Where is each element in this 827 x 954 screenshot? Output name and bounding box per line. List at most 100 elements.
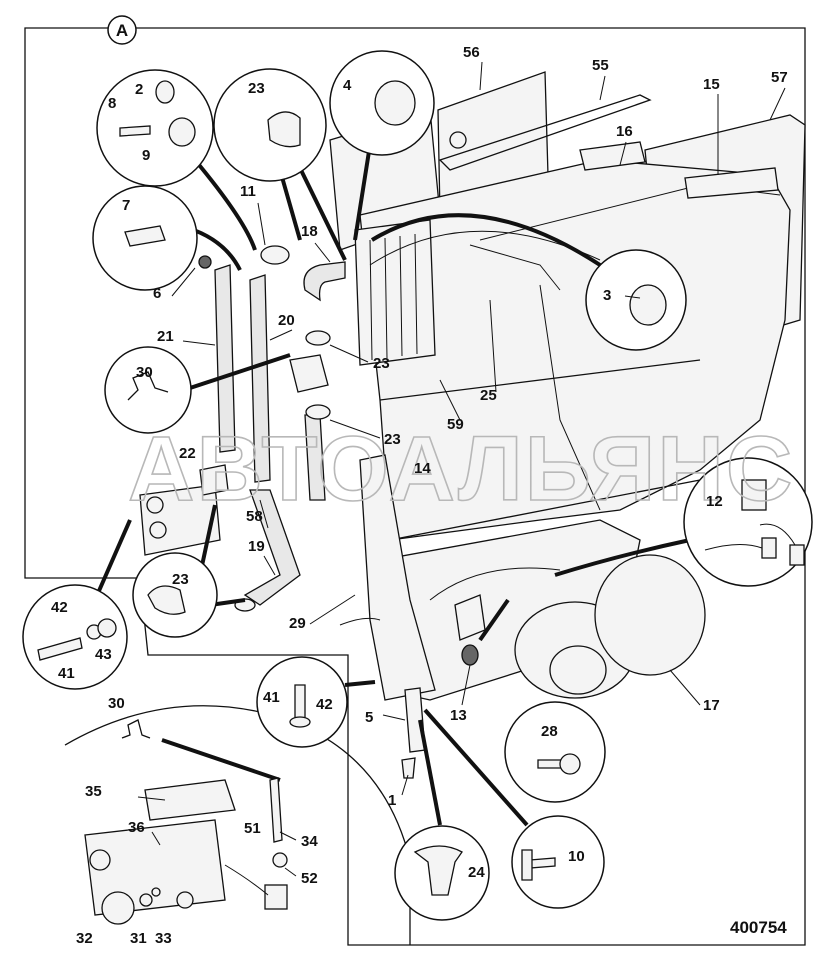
label-30: 30 xyxy=(136,364,153,381)
label-19: 19 xyxy=(248,538,265,555)
clip-30 xyxy=(127,371,169,401)
nut-43 xyxy=(97,618,117,638)
label-2: 2 xyxy=(135,81,143,98)
pipe-20 xyxy=(249,274,271,483)
heater-core-fins xyxy=(369,233,418,361)
label-15: 15 xyxy=(703,76,720,93)
label-1: 1 xyxy=(388,792,396,809)
bolt-8 xyxy=(119,125,151,137)
label-11: 11 xyxy=(240,183,256,200)
diagram-frame xyxy=(24,27,806,946)
callout-10 xyxy=(511,815,605,909)
label-6: 6 xyxy=(153,285,161,302)
label-41-right: 41 xyxy=(263,689,280,706)
connector-12-a xyxy=(761,537,777,559)
control-35 xyxy=(144,779,236,821)
grommet-24 xyxy=(413,845,463,896)
label-5: 5 xyxy=(365,709,373,726)
knob-32 xyxy=(101,891,135,925)
watermark: АВТОАЛЬЯНС xyxy=(128,418,794,520)
callout-30 xyxy=(104,346,192,434)
housing-edge-mid xyxy=(539,284,601,511)
screw-28-head xyxy=(559,753,581,775)
nut-1 xyxy=(401,757,416,779)
label-3-right: 3 xyxy=(603,287,611,304)
label-51: 51 xyxy=(244,820,261,837)
leader-12 xyxy=(554,538,691,577)
label-8: 8 xyxy=(108,95,116,112)
callout-8-2-9 xyxy=(96,69,214,187)
label-9: 9 xyxy=(142,147,150,164)
washer-42-b xyxy=(289,716,311,728)
washer-31 xyxy=(139,893,153,907)
label-21: 21 xyxy=(157,328,174,345)
detail-marker-label: A xyxy=(116,21,128,40)
housing-bottom-edge xyxy=(389,479,701,541)
rail-55-knob xyxy=(449,131,467,149)
label-42-right: 42 xyxy=(316,696,333,713)
panel-36-knob-hole xyxy=(89,849,111,871)
label-33: 33 xyxy=(155,930,172,947)
leader-24 xyxy=(418,719,442,826)
nut-51 xyxy=(272,852,288,868)
label-52: 52 xyxy=(301,870,318,887)
bolt-41 xyxy=(37,637,83,661)
label-13: 13 xyxy=(450,707,467,724)
label-12: 12 xyxy=(706,493,723,510)
label-23-hose: 23 xyxy=(172,571,189,588)
pipe-21 xyxy=(214,264,236,453)
leader-41-43 xyxy=(93,519,132,601)
label-55: 55 xyxy=(592,57,609,74)
detail-marker-circle xyxy=(107,15,137,45)
sensor-6 xyxy=(198,255,212,269)
heater-core xyxy=(354,219,436,366)
clip-33 xyxy=(151,887,161,897)
label-16: 16 xyxy=(616,123,633,140)
callout-41-43 xyxy=(22,584,128,690)
clamp-23-hose xyxy=(147,585,186,615)
seal-4 xyxy=(374,80,416,126)
label-34: 34 xyxy=(301,833,318,850)
clip-23-upper xyxy=(305,330,331,346)
label-25: 25 xyxy=(480,387,497,404)
blower-17-inlet xyxy=(549,645,607,695)
label-22: 22 xyxy=(179,445,196,462)
bulkhead-fitting xyxy=(199,464,229,496)
screw-10-head xyxy=(521,849,533,881)
panel-wires xyxy=(224,864,269,896)
callout-28 xyxy=(504,701,606,803)
label-41-left: 41 xyxy=(58,665,75,682)
housing-flange xyxy=(469,244,561,291)
leader-10 xyxy=(423,708,529,827)
label-17: 17 xyxy=(703,697,720,714)
blower-17-right xyxy=(594,554,706,676)
leader-4 xyxy=(353,144,372,241)
callout-12 xyxy=(683,457,813,587)
leader-8-9 xyxy=(193,158,257,251)
leader-30-detail xyxy=(161,738,281,782)
bulkhead-port-1 xyxy=(146,496,164,514)
label-58: 58 xyxy=(246,508,263,525)
bracket-14 xyxy=(359,454,436,701)
label-4: 4 xyxy=(343,77,352,94)
label-10: 10 xyxy=(568,848,585,865)
clamp-23-top xyxy=(267,111,301,148)
connector-12-b xyxy=(789,544,805,566)
label-18: 18 xyxy=(301,223,318,240)
bolt-41-b xyxy=(294,684,306,719)
hose-19 xyxy=(243,489,301,606)
hose-18 xyxy=(303,261,346,302)
panel-36-hole xyxy=(176,891,194,909)
label-36: 36 xyxy=(128,819,145,836)
clip-30-detail xyxy=(121,719,151,739)
screw-10 xyxy=(529,857,556,869)
label-57: 57 xyxy=(771,69,788,86)
label-30-detail: 30 xyxy=(108,695,125,712)
label-31: 31 xyxy=(130,930,147,947)
reference-number: 400754 xyxy=(730,918,787,937)
connector-12-top xyxy=(741,479,767,511)
label-35: 35 xyxy=(85,783,102,800)
label-23-mid: 23 xyxy=(373,355,390,372)
label-23-low: 23 xyxy=(384,431,401,448)
